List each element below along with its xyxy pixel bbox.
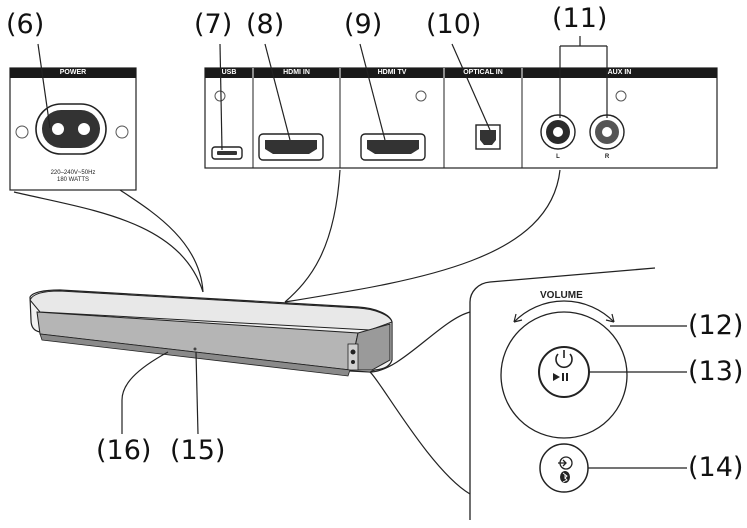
hdmi-in-panel-label: HDMI IN xyxy=(283,69,310,76)
hdmi-in-port-icon xyxy=(258,133,324,161)
aux-left-label: L xyxy=(556,154,560,160)
source-bluetooth-button xyxy=(539,443,589,493)
control-detail-view xyxy=(369,267,687,520)
usb-port-icon xyxy=(211,146,243,160)
callout-14: (14) xyxy=(688,452,744,483)
power-rating-line2: 180 WATTS xyxy=(56,177,89,183)
callout-13: (13) xyxy=(688,356,744,387)
power-rating-line1: 220–240V~50Hz xyxy=(50,170,96,176)
rear-connector-panel xyxy=(204,67,718,169)
aux-right-label: R xyxy=(604,154,610,160)
hdmi-tv-panel-label: HDMI TV xyxy=(377,69,407,76)
callout-16: (16) xyxy=(96,435,152,466)
callout-8: (8) xyxy=(246,9,285,40)
power-socket-icon xyxy=(35,103,107,155)
optical-in-port-icon xyxy=(475,124,501,150)
aux-in-panel-label: AUX IN xyxy=(607,69,632,76)
volume-label: VOLUME xyxy=(540,290,583,301)
callout-10: (10) xyxy=(426,9,482,40)
usb-panel-label: USB xyxy=(221,69,237,76)
callout-12: (12) xyxy=(688,310,744,341)
power-panel-label: POWER xyxy=(59,69,87,76)
optical-in-panel-label: OPTICAL IN xyxy=(463,69,503,76)
power-play-button xyxy=(538,346,590,398)
hdmi-tv-port-icon xyxy=(360,133,426,161)
callout-7: (7) xyxy=(194,9,233,40)
soundbar-device xyxy=(29,289,393,377)
callout-6: (6) xyxy=(6,9,45,40)
callout-15: (15) xyxy=(170,435,226,466)
callout-9: (9) xyxy=(344,9,383,40)
callout-11: (11) xyxy=(552,3,608,34)
aux-r-port-icon xyxy=(589,114,625,150)
power-panel xyxy=(9,67,137,191)
aux-l-port-icon xyxy=(540,114,576,150)
